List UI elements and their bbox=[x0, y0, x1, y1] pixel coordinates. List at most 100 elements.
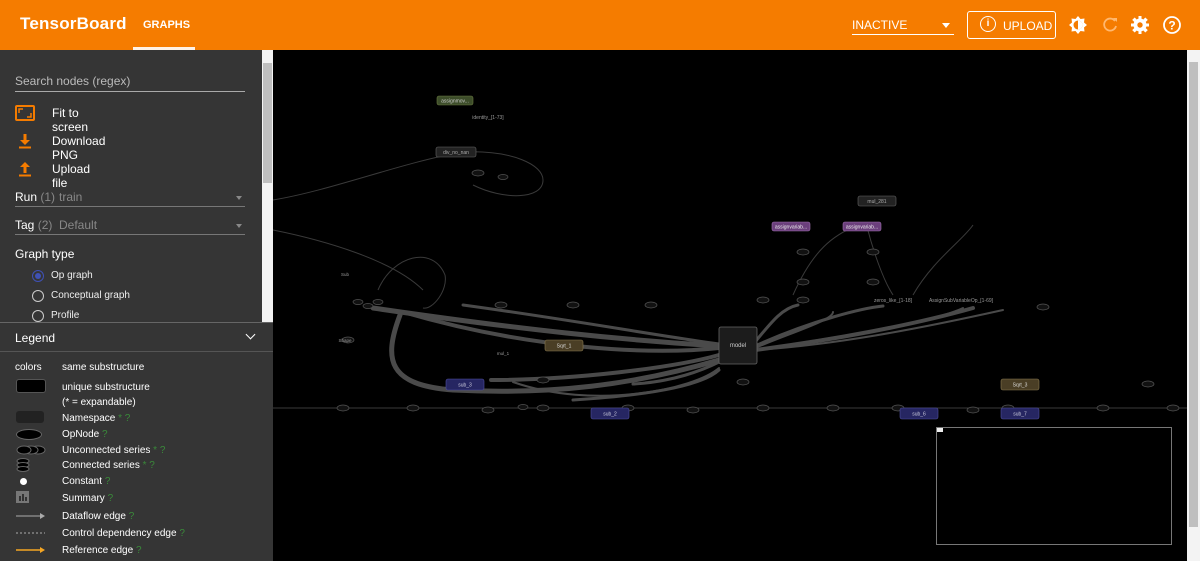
graph-canvas[interactable]: assignmov... div_no_nan mul_281 assignva… bbox=[273, 50, 1200, 561]
tag-select[interactable]: Tag (2) Default bbox=[15, 216, 245, 235]
graph-node-sub-7[interactable] bbox=[1000, 407, 1040, 420]
upload-button[interactable]: i UPLOAD bbox=[967, 11, 1056, 39]
graph-node-sub-7-label: sub_7 bbox=[1013, 412, 1027, 418]
active-tab-indicator bbox=[133, 47, 195, 50]
graph-node-mul-281[interactable] bbox=[857, 195, 897, 207]
legend-reference-edge-label: Reference edge bbox=[62, 545, 134, 556]
legend-summary-help[interactable]: ? bbox=[107, 493, 114, 504]
graph-node-mul-1-label[interactable]: mul_1 bbox=[497, 351, 510, 356]
graph-node-assignvariable-2-label: assignvariab... bbox=[846, 225, 878, 231]
dataflow-edge-icon bbox=[16, 513, 45, 519]
legend-unique-substructure: unique substructure bbox=[62, 382, 150, 393]
graph-node-assignvariable-1-label: assignvariab... bbox=[775, 225, 807, 231]
info-icon: i bbox=[980, 16, 996, 32]
legend-constant-label: Constant bbox=[62, 476, 103, 487]
chevron-down-icon bbox=[942, 23, 950, 28]
radio-selected-icon bbox=[32, 270, 44, 282]
legend-namespace-label: Namespace bbox=[62, 413, 116, 424]
graph-node-sub-3-label: sub_3 bbox=[458, 383, 472, 389]
graph-node-sqrt-1-label: Sqrt_1 bbox=[557, 344, 572, 350]
graph-node-identity-label[interactable]: identity_[1-73] bbox=[472, 115, 504, 121]
tab-graphs[interactable]: GRAPHS bbox=[143, 19, 191, 31]
legend-control-dependency-edge: Control dependency edge ? bbox=[62, 528, 185, 539]
run-select[interactable]: Run (1) train bbox=[15, 188, 245, 207]
graph-node-zeros-like-label[interactable]: zeros_like_[1-18] bbox=[874, 298, 913, 304]
legend-expandable-note: (* = expandable) bbox=[62, 397, 136, 408]
canvas-scrollbar-thumb[interactable] bbox=[1189, 62, 1198, 527]
graph-node-model[interactable] bbox=[718, 326, 758, 365]
graph-node-div-no-nan[interactable] bbox=[435, 146, 477, 158]
legend-connected-series-help[interactable]: * ? bbox=[142, 460, 155, 471]
graph-svg[interactable]: assignmov... div_no_nan mul_281 assignva… bbox=[273, 50, 1200, 561]
radio-profile-label: Profile bbox=[51, 310, 80, 321]
graph-node-sub-2-label: sub_2 bbox=[603, 412, 617, 418]
status-select-value: INACTIVE bbox=[852, 18, 908, 32]
app-title: TensorBoard bbox=[20, 14, 127, 33]
search-input[interactable]: Search nodes (regex) bbox=[15, 74, 245, 92]
summary-icon bbox=[16, 491, 29, 503]
graph-edges bbox=[370, 303, 1004, 402]
run-count: (1) bbox=[40, 190, 56, 204]
tag-value: Default bbox=[59, 218, 98, 232]
graph-thin-edges bbox=[273, 151, 1200, 409]
chevron-down-icon bbox=[236, 224, 242, 228]
theme-icon[interactable] bbox=[1068, 15, 1088, 35]
upload-file-label: Upload file bbox=[52, 162, 91, 190]
graph-node-sub-2[interactable] bbox=[590, 407, 630, 420]
download-icon bbox=[19, 134, 31, 149]
graph-node-sub-3[interactable] bbox=[445, 378, 485, 391]
unique-substructure-icon bbox=[16, 379, 46, 393]
legend-opnode-label: OpNode bbox=[62, 429, 100, 440]
sidebar: Search nodes (regex) Fit to screen Downl… bbox=[0, 50, 273, 561]
graph-node-assignvariable-1[interactable] bbox=[771, 221, 811, 232]
sidebar-scrollbar-thumb[interactable] bbox=[263, 63, 272, 183]
legend-header[interactable]: Legend bbox=[0, 322, 273, 352]
legend-reference-edge-help[interactable]: ? bbox=[135, 545, 142, 556]
help-icon[interactable]: ? bbox=[1162, 15, 1182, 35]
canvas-scrollbar[interactable] bbox=[1187, 50, 1200, 561]
graph-node-div-no-nan-label: div_no_nan bbox=[443, 150, 469, 156]
reference-edge-icon bbox=[16, 547, 45, 553]
legend-control-dependency-edge-help[interactable]: ? bbox=[179, 528, 185, 539]
upload-button-label: UPLOAD bbox=[1003, 19, 1053, 33]
graph-minimap[interactable] bbox=[936, 427, 1172, 545]
radio-icon bbox=[32, 290, 44, 302]
legend-dataflow-edge-help[interactable]: ? bbox=[128, 511, 135, 522]
graph-node-sub-6[interactable] bbox=[899, 407, 939, 420]
graph-node-mul-281-label: mul_281 bbox=[867, 199, 886, 205]
legend-control-dependency-edge-label: Control dependency edge bbox=[62, 528, 177, 539]
legend-summary-label: Summary bbox=[62, 493, 105, 504]
legend-opnode-help[interactable]: ? bbox=[102, 429, 108, 440]
svg-text:?: ? bbox=[1168, 19, 1175, 33]
legend-constant: Constant ? bbox=[62, 476, 110, 487]
settings-icon[interactable] bbox=[1130, 15, 1150, 35]
graph-node-assignvariable-2[interactable] bbox=[842, 221, 882, 232]
graph-node-sub-label[interactable]: Sub bbox=[341, 272, 350, 277]
download-png-label: Download PNG bbox=[52, 134, 106, 162]
fit-to-screen-icon bbox=[15, 105, 35, 121]
legend-namespace: Namespace * ? bbox=[62, 413, 130, 424]
legend-connected-series: Connected series * ? bbox=[62, 460, 155, 471]
legend-namespace-help[interactable]: * ? bbox=[118, 413, 131, 424]
minor-nodes bbox=[336, 169, 1180, 414]
legend-colors-label: colors bbox=[15, 362, 42, 373]
minimap-viewport[interactable] bbox=[937, 428, 943, 432]
graph-node-sqrt-1[interactable] bbox=[544, 339, 584, 352]
sidebar-scrollbar[interactable] bbox=[262, 50, 273, 322]
fit-to-screen-label: Fit to screen bbox=[52, 106, 89, 134]
graph-node-assignmovingavg[interactable] bbox=[436, 95, 474, 106]
refresh-icon[interactable] bbox=[1100, 15, 1120, 35]
graph-node-shape-label[interactable]: Shape bbox=[338, 338, 352, 343]
legend-unconnected-series: Unconnected series * ? bbox=[62, 445, 165, 456]
upload-icon bbox=[19, 162, 31, 177]
status-select[interactable]: INACTIVE bbox=[852, 12, 954, 35]
graph-node-assignsubvariableop-label[interactable]: AssignSubVariableOp_[1-69] bbox=[929, 298, 994, 304]
graph-node-model-label: model bbox=[730, 343, 746, 349]
legend-unconnected-series-help[interactable]: * ? bbox=[153, 445, 166, 456]
graph-type-label: Graph type bbox=[15, 247, 75, 261]
legend-title: Legend bbox=[15, 331, 56, 345]
radio-icon bbox=[32, 310, 44, 322]
legend-dataflow-edge: Dataflow edge ? bbox=[62, 511, 134, 522]
graph-node-sqrt-3[interactable] bbox=[1000, 378, 1040, 391]
legend-constant-help[interactable]: ? bbox=[104, 476, 111, 487]
